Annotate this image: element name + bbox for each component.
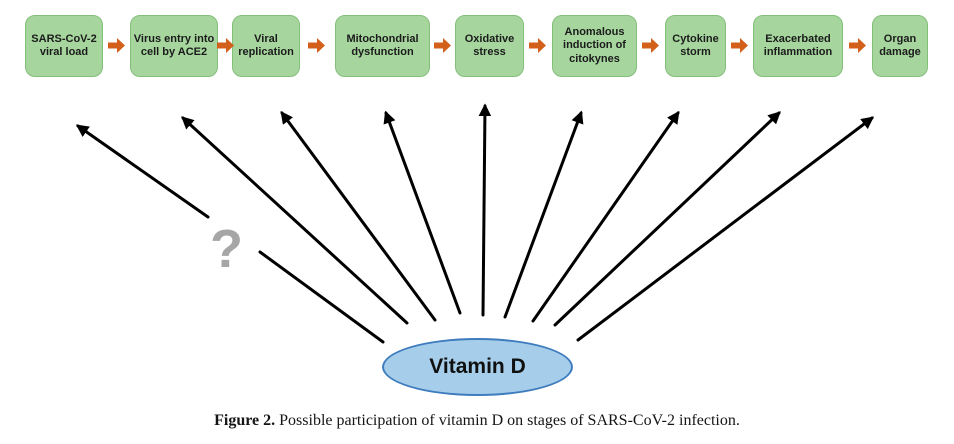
- right-block-arrow-icon: [217, 38, 234, 53]
- figure-caption-number: Figure 2.: [214, 412, 276, 429]
- right-block-arrow-icon: [731, 38, 748, 53]
- arrow-to-viral-load-lower-segment: [258, 250, 385, 344]
- figure-caption: Figure 2. Possible participation of vita…: [0, 412, 954, 430]
- stage-box-exacerbated-inflammation: Exacerbated inflammation: [753, 15, 843, 77]
- figure-caption-text: Possible participation of vitamin D on s…: [275, 412, 740, 429]
- arrow-to-cytokine-storm: [531, 110, 680, 323]
- stage-box-virus-entry-ace2: Virus entry into cell by ACE2: [130, 15, 218, 77]
- stage-box-viral-load: SARS-CoV-2 viral load: [25, 15, 103, 77]
- arrow-to-anomalous-induction: [503, 110, 584, 319]
- arrow-to-exacerbated-inflammation: [553, 111, 781, 327]
- stage-box-organ-damage: Organ damage: [872, 15, 928, 77]
- vitamin-d-hub: Vitamin D: [382, 338, 573, 396]
- arrow-to-viral-replication: [280, 110, 437, 322]
- stage-box-mitochondrial-dysfunction: Mitochondrial dysfunction: [335, 15, 430, 77]
- arrow-to-viral-load: [75, 124, 210, 219]
- stage-box-anomalous-induction-citokynes: Anomalous induction of citokynes: [552, 15, 637, 77]
- stage-box-oxidative-stress: Oxidative stress: [455, 15, 524, 77]
- right-block-arrow-icon: [642, 38, 659, 53]
- arrow-to-oxidative-stress: [478, 103, 492, 317]
- stage-box-cytokine-storm: Cytokine storm: [665, 15, 726, 77]
- stage-box-viral-replication: Viral replication: [232, 15, 300, 77]
- right-block-arrow-icon: [108, 38, 125, 53]
- right-block-arrow-icon: [434, 38, 451, 53]
- right-block-arrow-icon: [849, 38, 866, 53]
- arrow-to-organ-damage: [576, 116, 875, 342]
- arrow-to-mitochondrial-dysfunction: [383, 110, 462, 315]
- vitamin-d-label: Vitamin D: [429, 355, 526, 378]
- right-block-arrow-icon: [529, 38, 546, 53]
- uncertainty-question-mark: ?: [210, 219, 243, 279]
- right-block-arrow-icon: [308, 38, 325, 53]
